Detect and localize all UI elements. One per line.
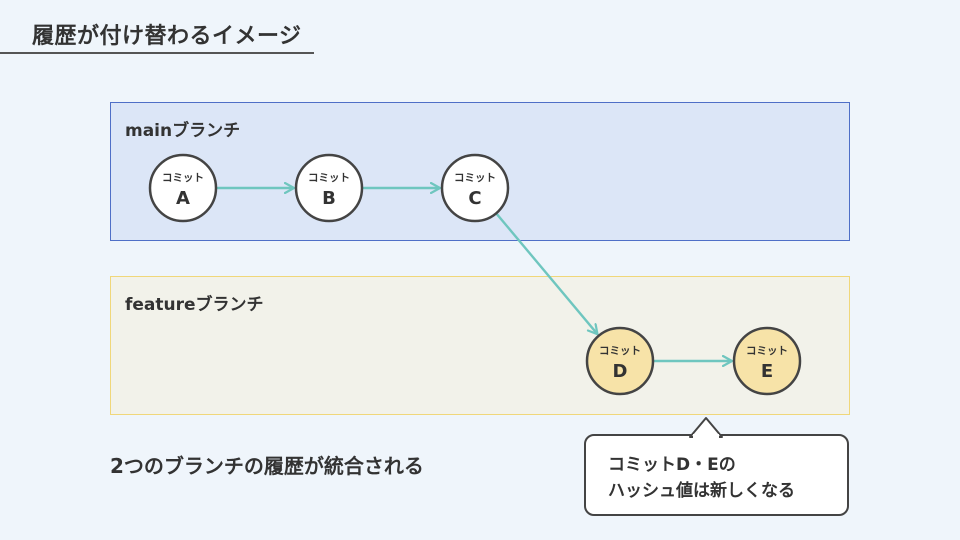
commit-circle-d xyxy=(585,326,655,396)
commit-circle-b xyxy=(294,153,364,223)
edge-c-d xyxy=(495,213,598,334)
commit-caption-a: コミット xyxy=(162,172,204,184)
commit-node-a: コミット A xyxy=(148,153,218,223)
commit-caption-d: コミット xyxy=(599,345,641,357)
nodes-layer: コミット A コミット B コミット C コミット D コミット E xyxy=(148,153,802,396)
commit-letter-c: C xyxy=(468,188,481,209)
commit-node-e: コミット E xyxy=(732,326,802,396)
commit-letter-d: D xyxy=(613,361,628,382)
commit-letter-a: A xyxy=(176,188,190,209)
feature-branch-box: featureブランチ xyxy=(110,276,850,415)
callout-line-1: コミットD・Eの xyxy=(608,455,736,475)
main-branch-label: mainブランチ xyxy=(125,121,241,141)
commit-caption-c: コミット xyxy=(454,172,496,184)
summary-text: 2つのブランチの履歴が統合される xyxy=(110,454,424,478)
commit-circle-c xyxy=(440,153,510,223)
commit-circle-e xyxy=(732,326,802,396)
commit-node-b: コミット B xyxy=(294,153,364,223)
edges-layer xyxy=(217,188,732,361)
callout-line-2: ハッシュ値は新しくなる xyxy=(608,481,795,501)
commit-caption-b: コミット xyxy=(308,172,350,184)
commit-letter-b: B xyxy=(322,188,336,209)
callout-box: コミットD・Eの ハッシュ値は新しくなる xyxy=(584,434,849,516)
commit-circle-a xyxy=(148,153,218,223)
feature-branch-label: featureブランチ xyxy=(125,295,264,315)
commit-node-d: コミット D xyxy=(585,326,655,396)
commit-node-c: コミット C xyxy=(440,153,510,223)
commit-letter-e: E xyxy=(761,361,773,382)
title-underline xyxy=(0,52,314,54)
page-title: 履歴が付け替わるイメージ xyxy=(32,24,302,49)
commit-caption-e: コミット xyxy=(746,345,788,357)
